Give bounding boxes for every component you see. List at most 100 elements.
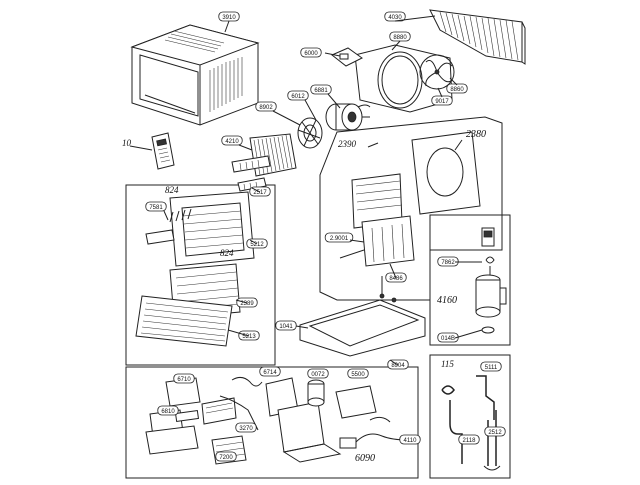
part-label-text: 5212	[250, 242, 264, 248]
part-label-text: 7200	[219, 455, 233, 461]
part-label[interactable]: 7200	[215, 451, 237, 462]
part-label-text: 8880	[393, 35, 407, 41]
fan-blade-icon	[419, 54, 455, 90]
compressor-icon	[475, 227, 507, 334]
part-label-text: 3270	[239, 426, 253, 432]
part-label[interactable]: 4210	[221, 135, 243, 146]
part-label-box	[347, 368, 369, 379]
part-label-box	[300, 47, 322, 58]
part-label[interactable]: 2118	[458, 434, 480, 445]
handwritten-callout: 824	[165, 185, 179, 195]
part-label[interactable]: 0072	[307, 368, 329, 379]
part-label[interactable]: 6710	[173, 373, 195, 384]
tubing-icon	[441, 375, 501, 471]
part-label-text: 2517	[253, 190, 267, 196]
part-label[interactable]: 6012	[287, 90, 309, 101]
part-label-text: 8904	[391, 363, 405, 369]
part-label-text: 8902	[259, 105, 273, 111]
part-label-text: 5111	[485, 365, 498, 371]
part-label[interactable]: 8880	[389, 31, 411, 42]
part-label-box	[259, 366, 281, 377]
part-label-text: 6881	[314, 88, 328, 94]
part-label-box	[157, 405, 179, 416]
part-label-box	[255, 101, 277, 112]
part-label-text: 4030	[388, 15, 402, 21]
louver-strip-icon	[231, 155, 271, 192]
handwritten-labels: 10 2390 2380 824 824 4160 115 6090	[122, 129, 486, 464]
leader-lines	[129, 15, 483, 366]
part-label-box	[310, 84, 332, 95]
part-label[interactable]: 3270	[235, 422, 257, 433]
part-label-text: 2389	[240, 301, 254, 307]
part-label-text: 6012	[291, 94, 305, 100]
part-label[interactable]: 2512	[484, 426, 506, 437]
part-label[interactable]: 7862	[437, 256, 459, 267]
handwritten-callout: 2390	[338, 139, 357, 149]
part-label-text: 0072	[311, 372, 325, 378]
base-pan-icon	[299, 276, 426, 357]
part-label-text: 5213	[242, 334, 256, 340]
part-label-text: 6710	[177, 377, 191, 383]
part-label-box	[324, 232, 354, 243]
remote-control-icon[interactable]	[151, 132, 175, 170]
part-label-box	[287, 90, 309, 101]
part-label[interactable]: 4030	[384, 11, 406, 22]
part-label-box	[484, 426, 506, 437]
part-label[interactable]: 5111	[480, 361, 502, 372]
part-label[interactable]: 8902	[255, 101, 277, 112]
condenser-coil-icon	[429, 9, 526, 65]
part-label[interactable]: 6810	[157, 405, 179, 416]
evaporator-icon	[249, 133, 297, 177]
unit-cabinet-icon	[130, 24, 260, 126]
part-label[interactable]: 1041	[275, 320, 297, 331]
part-label-text: 6000	[304, 51, 318, 57]
part-label[interactable]: 3910	[218, 11, 240, 22]
handwritten-callout: 6090	[355, 453, 375, 464]
part-label-box	[215, 451, 237, 462]
handwritten-callout: 10	[122, 138, 132, 148]
part-label[interactable]: 4110	[399, 434, 421, 445]
part-label-text: 2.9001	[330, 236, 349, 242]
handwritten-callout: 824	[220, 248, 234, 258]
part-label-text: 8486	[389, 276, 403, 282]
part-label[interactable]: 2.9001	[324, 232, 354, 243]
part-label-text: 5500	[351, 372, 365, 378]
front-panel-frame	[125, 184, 276, 366]
part-label-box	[235, 422, 257, 433]
part-label-text: 2512	[488, 430, 502, 436]
part-label[interactable]: 6000	[300, 47, 322, 58]
part-label-text: 2118	[463, 438, 477, 444]
tubing-frame	[429, 354, 511, 479]
part-label-text: 6714	[263, 370, 277, 376]
part-label-text: 014B	[441, 336, 455, 342]
part-label[interactable]: 6881	[310, 84, 332, 95]
part-label[interactable]: 5500	[347, 368, 369, 379]
evaporator-housing-icon	[339, 131, 481, 267]
compressor-frame	[429, 214, 511, 346]
handwritten-callout: 2380	[466, 129, 486, 140]
part-label-text: 3910	[222, 15, 236, 21]
control-frame	[125, 366, 419, 479]
part-label-box	[173, 373, 195, 384]
part-label[interactable]: 9017	[431, 95, 453, 106]
part-label-text: 7581	[149, 205, 163, 211]
capacitor-icon	[307, 379, 409, 449]
part-label-text: 4210	[225, 139, 239, 145]
part-label-box	[221, 135, 243, 146]
fan-motor-icon	[325, 103, 371, 131]
part-label[interactable]: 7581	[145, 201, 167, 212]
section-frames	[125, 116, 511, 479]
handwritten-callout: 115	[441, 359, 454, 369]
part-label-box	[480, 361, 502, 372]
part-label[interactable]: 6714	[259, 366, 281, 377]
part-label-text: 9017	[435, 99, 449, 105]
part-label-box	[307, 368, 329, 379]
part-label-text: 7862	[441, 260, 455, 266]
part-label-box	[458, 434, 480, 445]
blower-wheel-icon	[297, 117, 323, 149]
part-label[interactable]: 8860	[446, 83, 468, 94]
part-label-text: 8860	[450, 87, 464, 93]
part-label-text: 1041	[279, 324, 293, 330]
handwritten-callout: 4160	[437, 295, 457, 306]
